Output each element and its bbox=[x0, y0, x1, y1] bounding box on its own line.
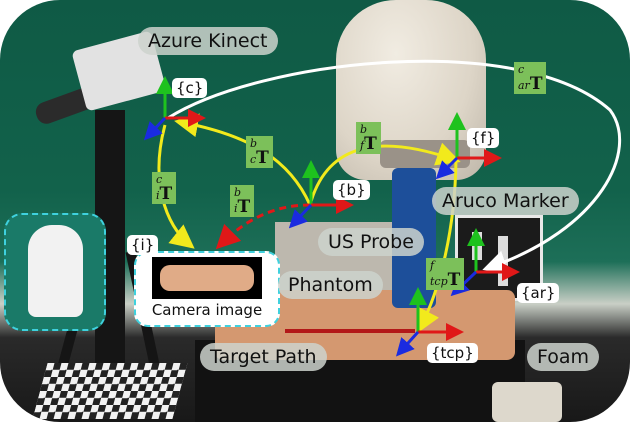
label-target-path: Target Path bbox=[200, 343, 327, 371]
us-probe-shape bbox=[28, 225, 83, 317]
frame-b-label: {b} bbox=[333, 180, 370, 200]
frame-i-label: {i} bbox=[127, 235, 159, 255]
foam-block bbox=[492, 382, 562, 422]
label-foam: Foam bbox=[527, 343, 600, 371]
target-path-line bbox=[285, 329, 415, 333]
camera-image-inset: Camera image bbox=[134, 251, 280, 327]
frame-f-axes bbox=[435, 112, 502, 180]
us-probe-inset bbox=[4, 213, 106, 331]
frame-c-axes bbox=[143, 76, 206, 141]
frame-b-axes bbox=[288, 160, 354, 229]
label-aruco-marker: Aruco Marker bbox=[432, 187, 579, 215]
frame-tcp-label: {tcp} bbox=[427, 343, 478, 363]
frame-f-label: {f} bbox=[467, 128, 500, 148]
label-azure-kinect: Azure Kinect bbox=[138, 27, 278, 55]
camera-image-thumbnail bbox=[152, 257, 262, 299]
frame-c-label: {c} bbox=[172, 78, 208, 98]
frame-tcp-axes bbox=[395, 287, 464, 357]
label-phantom: Phantom bbox=[278, 271, 383, 299]
camera-image-caption: Camera image bbox=[151, 301, 263, 319]
frame-ar-label: {ar} bbox=[517, 283, 560, 303]
label-us-probe: US Probe bbox=[318, 228, 424, 256]
